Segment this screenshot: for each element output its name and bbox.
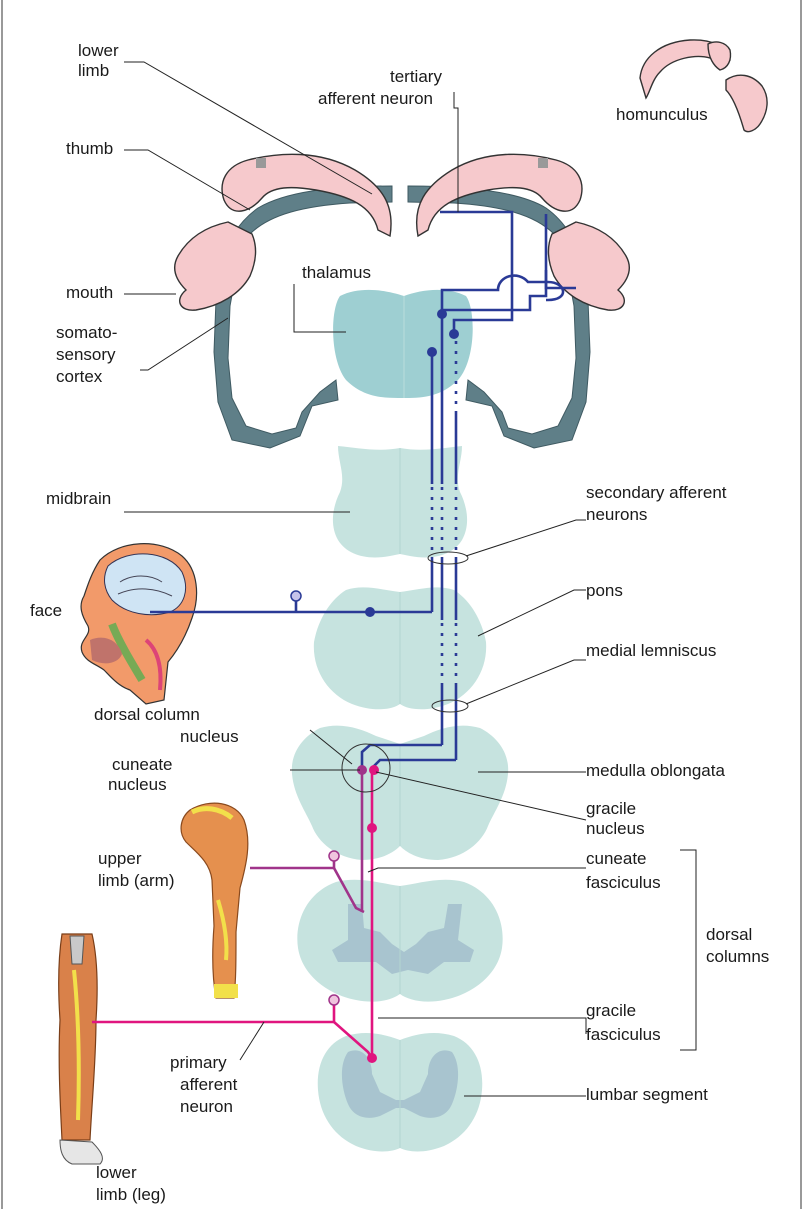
label-dorsal-column-nucleus-1: dorsal column bbox=[94, 705, 200, 724]
label-gracile-nucleus-2: nucleus bbox=[586, 819, 645, 838]
leader-cuneate-fasciculus bbox=[368, 868, 586, 872]
label-dorsal-columns-2: columns bbox=[706, 947, 769, 966]
leg-illustration bbox=[59, 934, 103, 1164]
label-dorsal-column-nucleus-2: nucleus bbox=[180, 727, 239, 746]
label-lower-limb-top-2: limb bbox=[78, 61, 109, 80]
label-primary-3: neuron bbox=[180, 1097, 233, 1116]
trigeminal-ganglion bbox=[291, 591, 301, 601]
label-thalamus: thalamus bbox=[302, 263, 371, 282]
label-medulla: medulla oblongata bbox=[586, 761, 725, 780]
label-somatosensory-2: sensory bbox=[56, 345, 116, 364]
secondary-neuron-ring bbox=[428, 552, 468, 564]
label-somatosensory-1: somato- bbox=[56, 323, 117, 342]
label-cuneate-nucleus-1: cuneate bbox=[112, 755, 173, 774]
left-homunculus-eye bbox=[256, 158, 266, 168]
label-lower-limb-leg-1: lower bbox=[96, 1163, 137, 1182]
dorsal-columns-bracket bbox=[680, 850, 696, 1050]
label-tertiary-2: afferent neuron bbox=[318, 89, 433, 108]
left-homunculus-face bbox=[175, 222, 256, 310]
label-secondary-2: neurons bbox=[586, 505, 647, 524]
dorsal-root-ganglion-arm bbox=[329, 851, 339, 861]
label-somatosensory-3: cortex bbox=[56, 367, 103, 386]
leader-pons bbox=[478, 590, 586, 636]
leg-knee bbox=[70, 936, 84, 964]
label-lumbar: lumbar segment bbox=[586, 1085, 708, 1104]
label-lower-limb-top-1: lower bbox=[78, 41, 119, 60]
label-medial-lemniscus: medial lemniscus bbox=[586, 641, 716, 660]
arm-hand bbox=[214, 984, 238, 998]
dorsal-root-ganglion-leg bbox=[329, 995, 339, 1005]
label-upper-limb-1: upper bbox=[98, 849, 142, 868]
label-thumb: thumb bbox=[66, 139, 113, 158]
leg-foot bbox=[60, 1140, 102, 1164]
label-primary-2: afferent bbox=[180, 1075, 238, 1094]
arm-illustration bbox=[181, 803, 248, 998]
label-mouth: mouth bbox=[66, 283, 113, 302]
label-primary-1: primary bbox=[170, 1053, 227, 1072]
homunculus-hand bbox=[708, 42, 731, 70]
label-pons: pons bbox=[586, 581, 623, 600]
label-face: face bbox=[30, 601, 62, 620]
leader-gracile-fasciculus bbox=[378, 1018, 586, 1034]
label-midbrain: midbrain bbox=[46, 489, 111, 508]
leader-secondary bbox=[466, 520, 586, 556]
label-gracile-fasciculus-2: fasciculus bbox=[586, 1025, 661, 1044]
right-homunculus-eye bbox=[538, 158, 548, 168]
brain-section bbox=[175, 154, 630, 448]
face-illustration bbox=[81, 544, 197, 704]
label-cuneate-fasciculus-2: fasciculus bbox=[586, 873, 661, 892]
label-gracile-fasciculus-1: gracile bbox=[586, 1001, 636, 1020]
brainstem-and-cord bbox=[292, 446, 508, 1152]
label-homunculus: homunculus bbox=[616, 105, 708, 124]
label-upper-limb-2: limb (arm) bbox=[98, 871, 175, 890]
label-cuneate-fasciculus-1: cuneate bbox=[586, 849, 647, 868]
label-lower-limb-leg-2: limb (leg) bbox=[96, 1185, 166, 1204]
label-tertiary-1: tertiary bbox=[390, 67, 442, 86]
label-gracile-nucleus-1: gracile bbox=[586, 799, 636, 818]
arm-muscles bbox=[181, 803, 248, 998]
thalamus-shape bbox=[333, 290, 473, 398]
thalamic-nucleus-1 bbox=[427, 347, 437, 357]
label-cuneate-nucleus-2: nucleus bbox=[108, 775, 167, 794]
leader-medial-lemniscus bbox=[466, 660, 586, 704]
gracile-nucleus-dot bbox=[369, 765, 379, 775]
homunculus-head bbox=[726, 75, 767, 131]
label-dorsal-columns-1: dorsal bbox=[706, 925, 752, 944]
label-secondary-1: secondary afferent bbox=[586, 483, 727, 502]
leader-primary bbox=[240, 1022, 264, 1060]
